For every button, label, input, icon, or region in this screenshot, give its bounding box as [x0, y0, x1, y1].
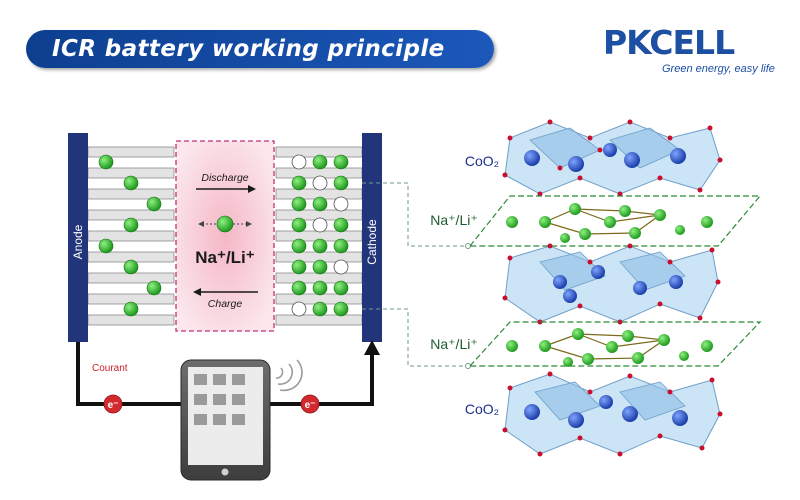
logo-text-cell: CELL: [649, 23, 735, 62]
electron-label-left: e⁻: [108, 400, 119, 411]
electrolyte-zone: [175, 140, 275, 332]
ion-plane-label-bottom: Na⁺/Li⁺: [430, 336, 477, 352]
oxide-layer-middle: [502, 243, 721, 325]
ion-lattice-bottom: [506, 328, 713, 367]
ion-plane-top: [468, 195, 762, 247]
anode-layers: [87, 146, 175, 326]
ion-plane-label-top: Na⁺/Li⁺: [430, 212, 477, 228]
charge-label: Charge: [208, 298, 243, 310]
moving-ion: [216, 215, 234, 233]
oxide-label-bottom: CoO₂: [465, 401, 499, 417]
cathode-electrode: [362, 133, 382, 342]
cathode-label: Cathode: [365, 219, 379, 265]
oxide-layer-bottom: [502, 371, 723, 457]
brand-logo: PKCELL: [603, 23, 735, 62]
cathode-layers: [275, 146, 363, 326]
electron-marker-left: e⁻: [103, 394, 123, 414]
current-arrow-head: [364, 340, 380, 355]
electron-label-right: e⁻: [305, 400, 316, 411]
logo-tagline: Green energy, easy life: [662, 63, 775, 75]
page-title: ICR battery working principle: [52, 36, 445, 62]
cell-schematic: Discharge Na⁺/Li⁺ Charge Anode Cathode C…: [68, 133, 382, 481]
anode-label: Anode: [71, 224, 85, 259]
ion-plane-bottom: [468, 321, 762, 367]
tablet-icon: [180, 359, 271, 481]
anode-electrode: [68, 133, 88, 342]
electron-marker-right: e⁻: [300, 394, 320, 414]
ion-label: Na⁺/Li⁺: [195, 248, 255, 267]
circuit-wire-left: [76, 342, 182, 406]
anode-ions: [98, 154, 162, 317]
connector-lines: [362, 182, 468, 367]
crystal-structure: CoO₂ Na⁺/Li⁺: [430, 119, 762, 457]
circuit-wire-right: [268, 352, 374, 406]
logo-text-pk: PK: [603, 23, 650, 62]
oxide-layer-top: [502, 119, 723, 197]
cathode-ions: [291, 154, 349, 317]
discharge-label: Discharge: [201, 172, 248, 184]
courant-label: Courant: [92, 363, 128, 374]
title-banner: [26, 30, 494, 68]
ion-lattice-top: [506, 203, 713, 243]
wireless-signal-icon: [275, 359, 303, 392]
oxide-label-top: CoO₂: [465, 153, 499, 169]
